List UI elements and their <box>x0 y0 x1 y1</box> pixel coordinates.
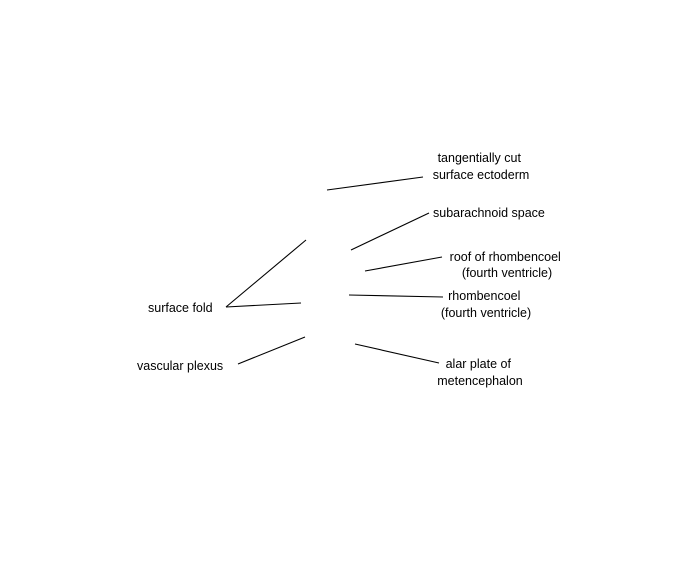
leader-line-surface-fold-upper <box>225 239 307 308</box>
leader-line-tangential-ectoderm <box>326 176 424 191</box>
leader-line-alar-plate <box>354 343 440 364</box>
label-tangential-ectoderm: tangentially cut surface ectoderm <box>433 151 530 182</box>
leader-line-rhombencoel <box>348 294 444 298</box>
label-alar-plate: alar plate of metencephalon <box>437 357 523 388</box>
label-rhombencoel-line1: rhombencoel <box>448 289 520 303</box>
label-alar-plate-line2: metencephalon <box>437 374 523 388</box>
label-roof-rhombencoel-line1: roof of rhombencoel <box>450 250 561 264</box>
label-alar-plate-line1: alar plate of <box>446 357 512 371</box>
leader-line-roof-rhombencoel <box>364 256 443 272</box>
label-tangential-ectoderm-line1: tangentially cut <box>438 151 522 165</box>
label-rhombencoel: rhombencoel (fourth ventricle) <box>441 289 531 320</box>
label-surface-fold: surface fold <box>148 301 213 315</box>
leader-line-subarachnoid-space <box>350 212 430 251</box>
leader-line-vascular-plexus <box>237 336 306 365</box>
label-rhombencoel-line2: (fourth ventricle) <box>441 306 531 320</box>
label-roof-rhombencoel: roof of rhombencoel (fourth ventricle) <box>450 250 565 280</box>
label-roof-rhombencoel-line2: (fourth ventricle) <box>462 266 552 280</box>
label-subarachnoid-space: subarachnoid space <box>433 206 545 220</box>
label-vascular-plexus: vascular plexus <box>137 359 223 373</box>
leader-line-surface-fold-lower <box>225 302 302 308</box>
label-tangential-ectoderm-line2: surface ectoderm <box>433 168 530 182</box>
